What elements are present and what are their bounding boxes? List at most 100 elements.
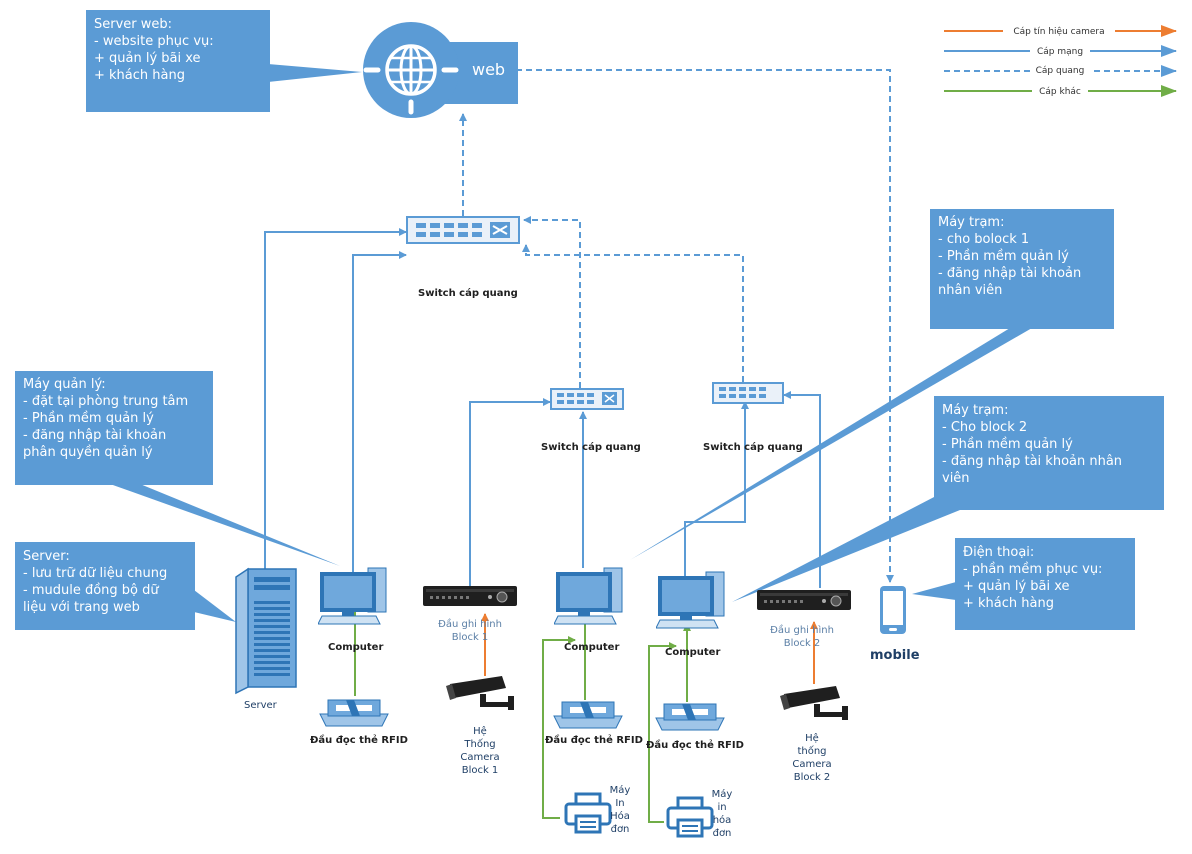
- callout-may-tram2-line-5: viên: [942, 471, 970, 486]
- net-computer1-to-switch: [352, 251, 407, 572]
- web-server-node: web: [358, 20, 518, 120]
- rfid-reader-2-icon: [552, 698, 624, 735]
- printer-1-label-line-2: In: [615, 798, 625, 809]
- dvr-block1-label: Đầu ghi hình Block 1: [430, 618, 510, 644]
- callout-dien-thoai-line-2: - phần mềm phục vụ:: [963, 562, 1103, 577]
- rfid-reader-3-label: Đầu đọc thẻ RFID: [646, 740, 744, 751]
- callout-may-tram1-line-2: - cho bolock 1: [938, 232, 1030, 247]
- callout-dien-thoai-line-4: + khách hàng: [963, 596, 1054, 611]
- callout-may-quan-ly-line-3: - Phần mềm quản lý: [23, 411, 154, 426]
- camera-block2-label-line-4: Block 2: [793, 772, 831, 783]
- callout-server-line-3: - mudule đồng bộ dữ: [23, 583, 159, 598]
- switch-main-icon: [406, 216, 520, 249]
- web-label: web: [472, 60, 506, 79]
- legend-network-label: Cáp mạng: [1037, 47, 1083, 57]
- dvr-block1-label-line-2: Block 1: [451, 632, 489, 643]
- rfid-reader-1-icon: [318, 696, 390, 733]
- camera-block2-label: Hệ thống Camera Block 2: [772, 732, 852, 784]
- switch-block2-icon: [712, 382, 784, 409]
- legend-camera-label: Cáp tín hiệu camera: [1013, 26, 1104, 37]
- callout-may-tram2-line-1: Máy trạm:: [942, 403, 1009, 418]
- switch-block1-label: Switch cáp quang: [541, 442, 641, 453]
- camera-block2-label-line-1: Hệ: [805, 733, 819, 744]
- callout-may-tram1-line-3: - Phần mềm quản lý: [938, 249, 1069, 264]
- printer-1-icon: [564, 792, 612, 841]
- callout-server-web-line-4: + khách hàng: [94, 68, 185, 83]
- callout-server-web-line-3: + quản lý bãi xe: [94, 51, 201, 66]
- callout-server-line-1: Server:: [23, 549, 70, 564]
- legend-other-label: Cáp khác: [1039, 87, 1081, 97]
- camera-block2-icon: [778, 684, 854, 729]
- printer-2-label: Máy in hóa đơn: [708, 788, 736, 840]
- net-dvr2-to-switch2: [783, 391, 821, 588]
- other-printer2-to-computer3: [648, 642, 677, 823]
- dvr-block2-label-line-1: Đầu ghi hình: [770, 625, 834, 636]
- printer-2-label-line-3: hóa: [712, 815, 732, 826]
- printer-1-label-line-1: Máy: [609, 785, 631, 796]
- net-computer3-to-switch2: [684, 401, 749, 577]
- computer-2-icon: [553, 566, 626, 633]
- callout-may-quan-ly-line-2: - đặt tại phòng trung tâm: [23, 394, 189, 409]
- computer-3-label: Computer: [665, 647, 721, 658]
- printer-2-icon: [666, 796, 714, 845]
- callout-may-quan-ly-line-5: phân quyền quản lý: [23, 445, 153, 460]
- callout-may-tram2-line-4: - đăng nhập tài khoản nhân: [942, 454, 1123, 469]
- other-printer1-to-computer2: [542, 636, 576, 819]
- rfid-reader-2-label: Đầu đọc thẻ RFID: [545, 735, 643, 746]
- switch-block2-label: Switch cáp quang: [703, 442, 803, 453]
- globe-icon: [363, 22, 459, 118]
- switch-block1-icon: [550, 388, 624, 415]
- callout-may-tram1-line-4: - đăng nhập tài khoản: [938, 266, 1082, 281]
- camera-block1-icon: [444, 674, 520, 719]
- callout-may-tram2-line-3: - Phần mềm quản lý: [942, 437, 1073, 452]
- fiber-switch1-to-main: [523, 216, 581, 388]
- callout-dien-thoai-line-3: + quản lý bãi xe: [963, 579, 1070, 594]
- mobile-label: mobile: [870, 648, 920, 663]
- callout-dien-thoai-line-1: Điện thoại:: [963, 545, 1035, 560]
- printer-2-label-line-1: Máy: [711, 789, 733, 800]
- computer-2-label: Computer: [564, 642, 620, 653]
- computer-1-icon: [317, 566, 390, 633]
- computer-1-label: Computer: [328, 642, 384, 653]
- legend: Cáp tín hiệu camera Cáp mạng Cáp quang C…: [944, 25, 1177, 97]
- camera-block2-label-line-2: thống: [797, 746, 827, 757]
- switch-main-label: Switch cáp quang: [418, 288, 518, 299]
- dvr-block1-label-line-1: Đầu ghi hình: [438, 619, 502, 630]
- server-label: Server: [244, 700, 277, 711]
- camera-block1-label-line-3: Camera: [460, 752, 500, 763]
- dvr-block2-label-line-2: Block 2: [783, 638, 821, 649]
- fiber-web-to-mobile: [516, 69, 894, 583]
- computer-3-icon: [655, 570, 728, 637]
- callout-may-tram1-line-1: Máy trạm:: [938, 215, 1005, 230]
- printer-1-label-line-3: Hóa: [610, 811, 630, 822]
- dvr-block2-icon: [756, 588, 852, 617]
- rfid-reader-3-icon: [654, 700, 726, 737]
- callout-may-tram1-line-5: nhân viên: [938, 283, 1003, 298]
- printer-1-label: Máy In Hóa đơn: [606, 784, 634, 836]
- callout-server-web-line-2: - website phục vụ:: [94, 34, 214, 49]
- server-tower-icon: [234, 565, 298, 702]
- callout-may-quan-ly-line-4: - đăng nhập tài khoản: [23, 428, 167, 443]
- rfid-reader-1-label: Đầu đọc thẻ RFID: [310, 735, 408, 746]
- printer-2-label-line-4: đơn: [712, 828, 732, 839]
- printer-1-label-line-4: đơn: [610, 824, 630, 835]
- callout-server-line-2: - lưu trữ dữ liệu chung: [23, 566, 168, 581]
- callout-may-quan-ly-line-1: Máy quản lý:: [23, 377, 106, 392]
- camera-block2-label-line-3: Camera: [792, 759, 832, 770]
- printer-2-label-line-2: in: [717, 802, 727, 813]
- camera-block1-label-line-2: Thống: [464, 739, 496, 750]
- camera-block1-label: Hệ Thống Camera Block 1: [440, 725, 520, 777]
- camera-block1-label-line-4: Block 1: [461, 765, 499, 776]
- callout-may-tram2-line-2: - Cho block 2: [942, 420, 1028, 435]
- callout-server-line-4: liệu với trang web: [23, 600, 140, 615]
- net-server-to-switch: [264, 228, 407, 580]
- dvr-block1-icon: [422, 584, 518, 613]
- legend-fiber-label: Cáp quang: [1036, 66, 1085, 76]
- dvr-block2-label: Đầu ghi hình Block 2: [762, 624, 842, 650]
- camera-block1-label-line-1: Hệ: [473, 726, 487, 737]
- fiber-switch2-to-main: [522, 244, 744, 382]
- net-dvr1-to-switch1: [469, 398, 551, 586]
- mobile-phone-icon: [878, 584, 908, 641]
- callout-server-web-line-1: Server web:: [94, 17, 173, 32]
